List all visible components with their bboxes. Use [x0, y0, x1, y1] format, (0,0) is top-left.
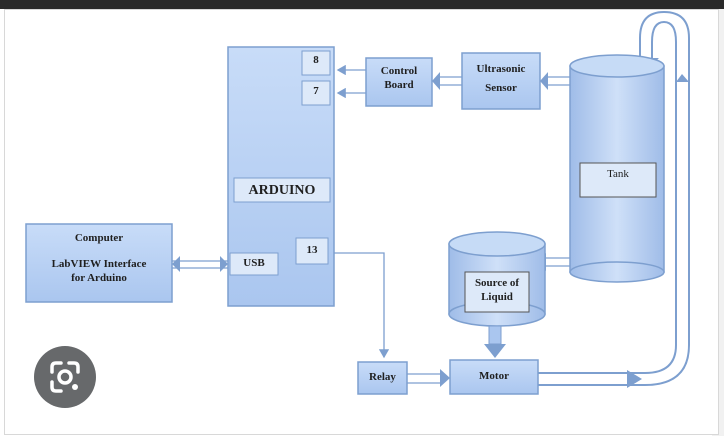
usb-box — [229, 252, 279, 276]
pipe-arrow-up — [676, 74, 689, 82]
pin-13-box — [295, 237, 329, 265]
top-bar — [0, 0, 724, 9]
motor-label: Motor — [479, 370, 509, 382]
signal-arrows — [172, 64, 572, 384]
tank-cylinder — [569, 54, 665, 283]
pin-8-box — [301, 50, 331, 76]
computer-title: Computer — [74, 232, 124, 244]
pin-7-label: 7 — [313, 85, 319, 97]
source-cylinder — [448, 231, 546, 327]
motor-outflow-arrow — [627, 370, 642, 388]
computer-block — [25, 223, 173, 303]
arduino-label-box — [233, 177, 331, 203]
relay-label: Relay — [369, 371, 396, 383]
usb-label: USB — [243, 257, 265, 269]
control-board-block — [365, 57, 433, 107]
pin-13-label: 13 — [306, 244, 318, 256]
return-pipe — [538, 10, 690, 386]
source-label: Source of Liquid — [474, 277, 520, 303]
google-lens-icon — [50, 361, 80, 393]
arduino-label: ARDUINO — [248, 183, 316, 198]
tank-label: Tank — [607, 168, 629, 180]
source-to-motor-arrow — [484, 325, 506, 358]
motor-block — [449, 359, 539, 395]
control-board-label: Control Board — [380, 65, 418, 91]
relay-block — [357, 361, 408, 395]
lens-search-button[interactable] — [34, 346, 96, 408]
computer-subtitle: LabVIEW Interface for Arduino — [51, 258, 147, 284]
pin-7-box — [301, 80, 331, 106]
ultrasonic-sensor-label: Ultrasonic Sensor — [476, 63, 526, 95]
pin13-relay-wire — [334, 252, 390, 359]
pin-8-label: 8 — [313, 54, 319, 66]
